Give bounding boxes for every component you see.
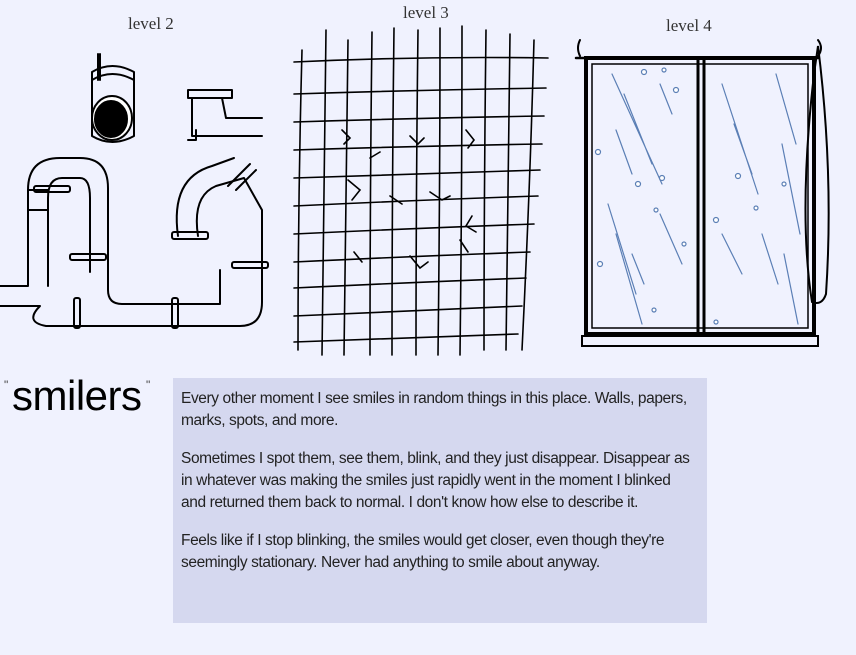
window-drawing [574, 39, 830, 347]
description-paragraph-2: Sometimes I spot them, see them, blink, … [181, 450, 690, 511]
level-4-label: level 4 [666, 16, 712, 35]
description-paragraph-1: Every other moment I see smiles in rando… [181, 390, 687, 429]
level-2-label: level 2 [128, 14, 174, 33]
title-tick-left: " [4, 378, 9, 392]
pipes-drawing [0, 53, 269, 329]
entity-title: smilers [12, 372, 142, 419]
description-paragraph-3: Feels like if I stop blinking, the smile… [181, 532, 665, 571]
description-box: Every other moment I see smiles in rando… [173, 378, 707, 623]
title-tick-right: " [146, 378, 151, 392]
level-3-label: level 3 [403, 3, 449, 22]
grid-drawing [293, 25, 549, 356]
